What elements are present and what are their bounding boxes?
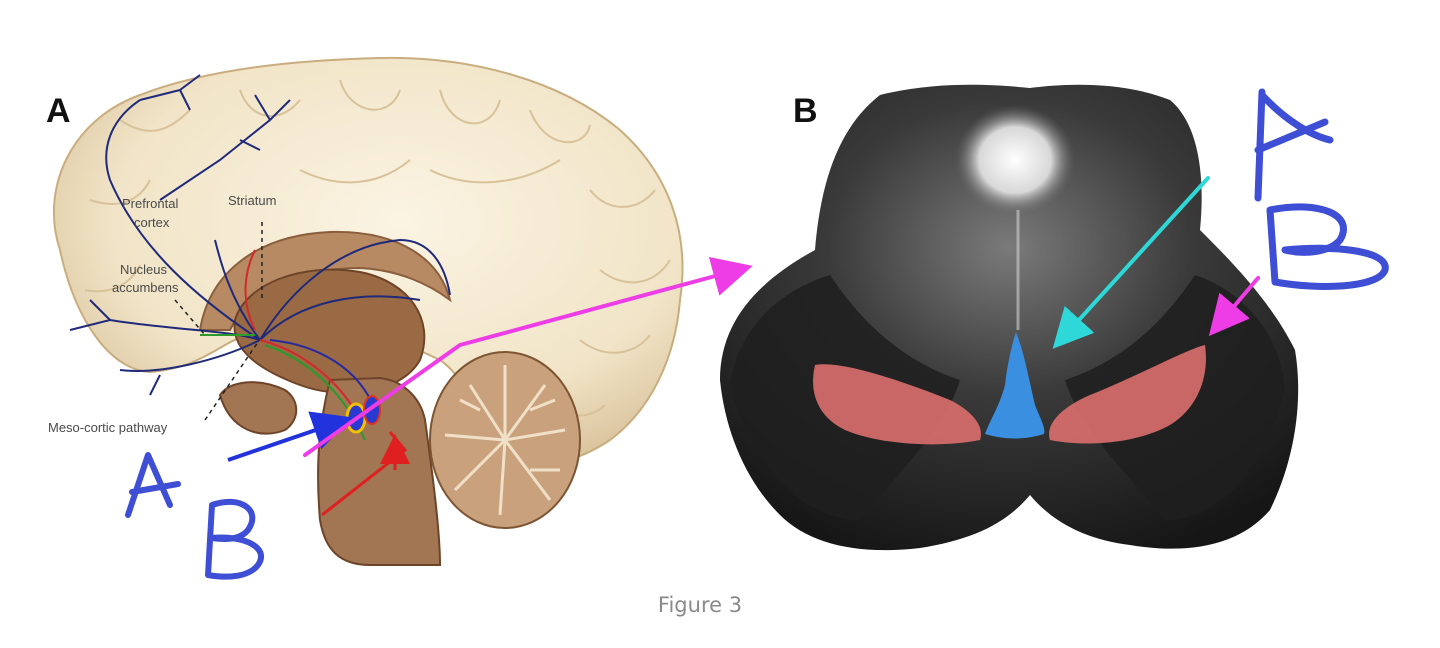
hypothalamus — [218, 381, 298, 435]
cortex-gyri — [84, 79, 671, 417]
panel-b: B A B — [720, 84, 1389, 551]
blue-region-vta — [985, 332, 1045, 439]
meso-cortic-pathway-label: Meso-cortic pathway — [48, 420, 168, 435]
panel-a-letter: A — [46, 92, 71, 130]
periaqueductal-bright-region — [955, 105, 1075, 215]
blue-arrow-a — [227, 411, 353, 462]
label-leaders — [174, 222, 263, 421]
red-region-right — [1049, 345, 1206, 444]
magenta-connector-arrow — [303, 257, 753, 457]
figure-caption: Figure 3 — [658, 593, 742, 617]
cerebellum — [429, 351, 581, 529]
handwritten-a-right-shape — [1254, 88, 1334, 202]
handwritten-a-left-shape — [125, 452, 181, 518]
prefrontal-cortex-label-line1: Prefrontal — [122, 196, 178, 211]
thalamus — [233, 268, 426, 394]
cyan-arrow — [1052, 176, 1210, 349]
handwritten-b-right-shape — [1266, 203, 1389, 290]
striatum-label: Striatum — [228, 193, 276, 208]
panel-b-letter: B — [793, 92, 818, 130]
handwritten-b-left-shape — [205, 498, 264, 580]
red-region-left — [813, 364, 981, 445]
prefrontal-cortex-label-line2: cortex — [134, 215, 170, 230]
nucleus-accumbens-label-line1: Nucleus — [120, 262, 167, 277]
handwritten-a-right: A — [1262, 196, 1263, 199]
nerve-tracts — [69, 74, 451, 396]
magenta-arrow-right — [1208, 276, 1260, 337]
nucleus-accumbens-label-line2: accumbens — [112, 280, 179, 295]
panel-a: A — [46, 56, 684, 580]
